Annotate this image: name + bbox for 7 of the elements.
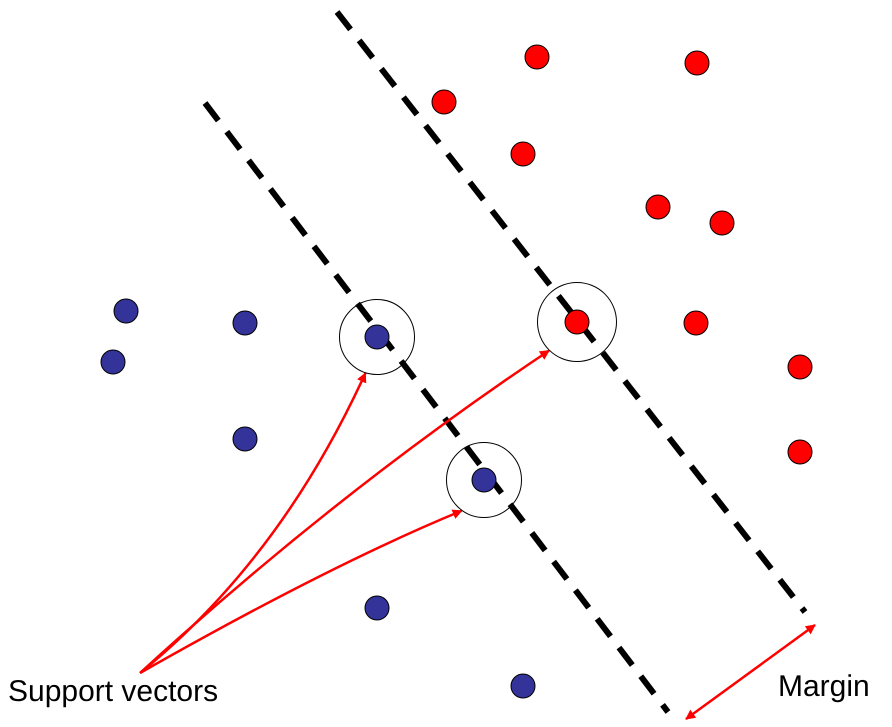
support-vector-circle (537, 282, 617, 362)
arrow (139, 510, 463, 674)
node-label: Support vectors (8, 675, 218, 708)
support-vector-circle (446, 442, 522, 518)
support-vector-circle (339, 299, 415, 375)
dimension-label: Margin (778, 670, 870, 704)
arrow (139, 350, 550, 674)
